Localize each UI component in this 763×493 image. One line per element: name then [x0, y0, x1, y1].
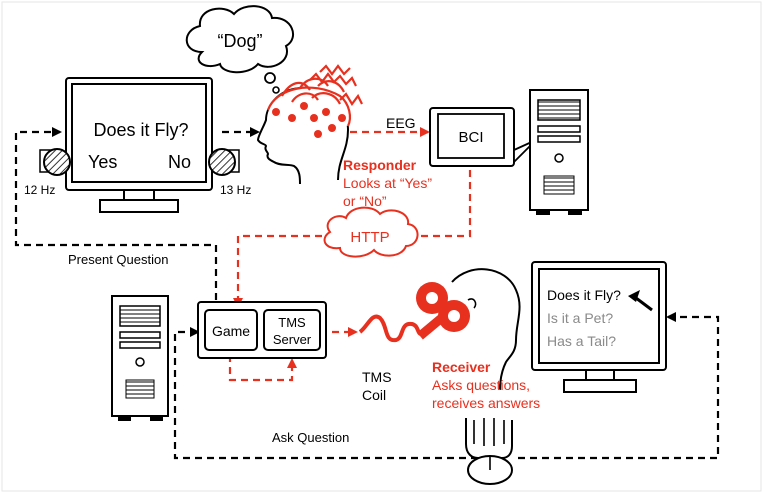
freq-13hz: 13 Hz — [220, 183, 251, 197]
eeg-electrodes — [272, 102, 346, 138]
responder-title: Responder — [343, 157, 417, 173]
freq-12hz: 12 Hz — [24, 183, 55, 197]
tms-coil-label-1: TMS — [362, 369, 392, 385]
bci-to-http-line — [420, 158, 472, 238]
responder-line1: Looks at “Yes” — [343, 175, 432, 191]
cursor-arrow-icon — [628, 290, 653, 312]
http-to-game-arrow — [233, 234, 322, 308]
bci-label: BCI — [458, 129, 483, 146]
left-flicker-led — [39, 148, 71, 176]
ask-question-path — [173, 312, 720, 460]
thought-text: “Dog” — [217, 31, 262, 51]
tms-server-label-2: Server — [273, 332, 312, 347]
tms-coil — [416, 282, 470, 340]
right-monitor: Does it Fly? Is it a Pet? Has a Tail? — [531, 261, 667, 393]
right-flicker-led — [208, 148, 240, 176]
left-monitor: Does it Fly? Yes No — [65, 77, 213, 213]
tms-server-label-1: TMS — [278, 315, 306, 330]
eeg-cap — [266, 64, 363, 127]
bci-computer-tower — [529, 89, 589, 215]
game-label: Game — [212, 323, 250, 339]
receiver-head — [451, 268, 521, 391]
receiver-line1: Asks questions, — [432, 377, 530, 393]
receiver-title: Receiver — [432, 359, 491, 375]
right-monitor-q3: Has a Tail? — [547, 333, 616, 349]
bci-box: BCI — [429, 107, 537, 167]
no-option: No — [168, 152, 191, 172]
present-question-label: Present Question — [68, 252, 168, 267]
thought-bubble: “Dog” — [185, 5, 294, 94]
game-to-tms-arrow — [228, 355, 297, 382]
present-question-path — [14, 127, 218, 300]
right-monitor-q1: Does it Fly? — [547, 287, 621, 303]
responder-line2: or “No” — [343, 193, 387, 209]
game-tms-panel: Game TMS Server — [197, 301, 327, 359]
receiver-line2: receives answers — [432, 395, 540, 411]
right-monitor-q2: Is it a Pet? — [547, 310, 613, 326]
ask-question-label: Ask Question — [272, 430, 349, 445]
receiver-computer-tower — [111, 295, 169, 421]
eeg-label: EEG — [386, 115, 416, 131]
yes-option: Yes — [88, 152, 117, 172]
hand-on-mouse — [465, 418, 513, 485]
tms-coil-label-2: Coil — [362, 387, 386, 403]
left-monitor-question: Does it Fly? — [93, 120, 188, 140]
tms-server-box — [263, 309, 321, 351]
game-box — [204, 309, 258, 351]
http-label: HTTP — [350, 229, 389, 246]
http-cloud: HTTP — [323, 206, 419, 258]
tms-cable — [358, 314, 425, 343]
